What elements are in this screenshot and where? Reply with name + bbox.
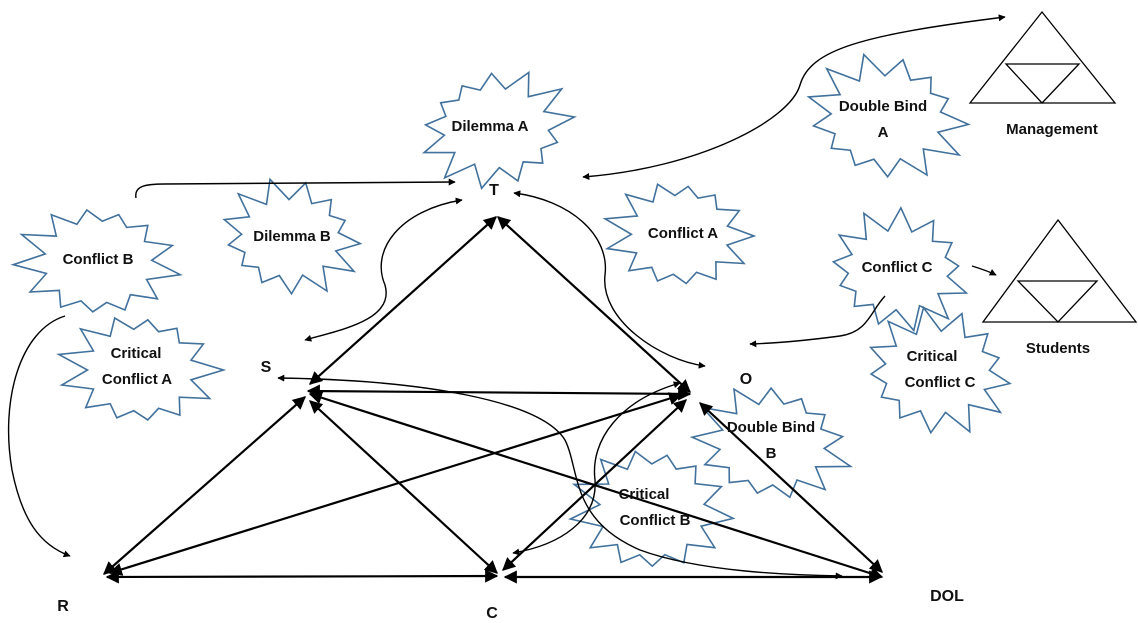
edge-S-R	[103, 396, 306, 575]
node-C-label: C	[486, 605, 498, 622]
double-bind-a-burst	[806, 52, 971, 179]
edge-S-C	[309, 400, 498, 574]
curve-T-management	[582, 14, 1006, 181]
node-O-label: O	[740, 371, 752, 388]
students-triangle	[981, 218, 1138, 323]
students-label: Students	[1026, 340, 1090, 357]
curve-O-C	[512, 381, 681, 556]
curve-conflict-c-to-O	[749, 295, 886, 348]
dilemma-b-label: Dilemma B	[253, 228, 331, 245]
node-S-label: S	[261, 359, 272, 376]
management-label: Management	[1006, 121, 1098, 138]
conflict-a-label: Conflict A	[648, 225, 718, 242]
conflict-b-burst	[10, 208, 183, 313]
node-DOL-label: DOL	[930, 588, 964, 605]
dilemma-a-burst	[421, 70, 577, 190]
critical-conflict-c-burst	[868, 305, 1012, 435]
curve-conflict-b-to-T	[135, 178, 456, 199]
burst-labels: Dilemma A Dilemma B Conflict A Conflict …	[63, 98, 976, 529]
conflict-c-burst	[831, 206, 969, 333]
management-triangle	[968, 10, 1117, 104]
node-T-label: T	[489, 182, 499, 199]
node-labels: T S O R C DOL	[57, 182, 964, 622]
curved-connectors	[7, 14, 1006, 580]
conflict-b-label: Conflict B	[63, 251, 134, 268]
critical-conflict-a-burst	[56, 316, 227, 421]
edge-R-C	[105, 569, 499, 584]
curve-T-O	[513, 190, 706, 369]
node-R-label: R	[57, 598, 69, 615]
conflict-c-label: Conflict C	[862, 259, 933, 276]
dilemma-a-label: Dilemma A	[452, 118, 529, 135]
edge-S-O	[306, 384, 692, 401]
double-bind-b-burst	[689, 386, 854, 499]
curve-conflict-b-to-R	[7, 315, 71, 558]
curve-T-S	[304, 197, 463, 342]
curve-conflict-c-to-students	[971, 265, 997, 276]
